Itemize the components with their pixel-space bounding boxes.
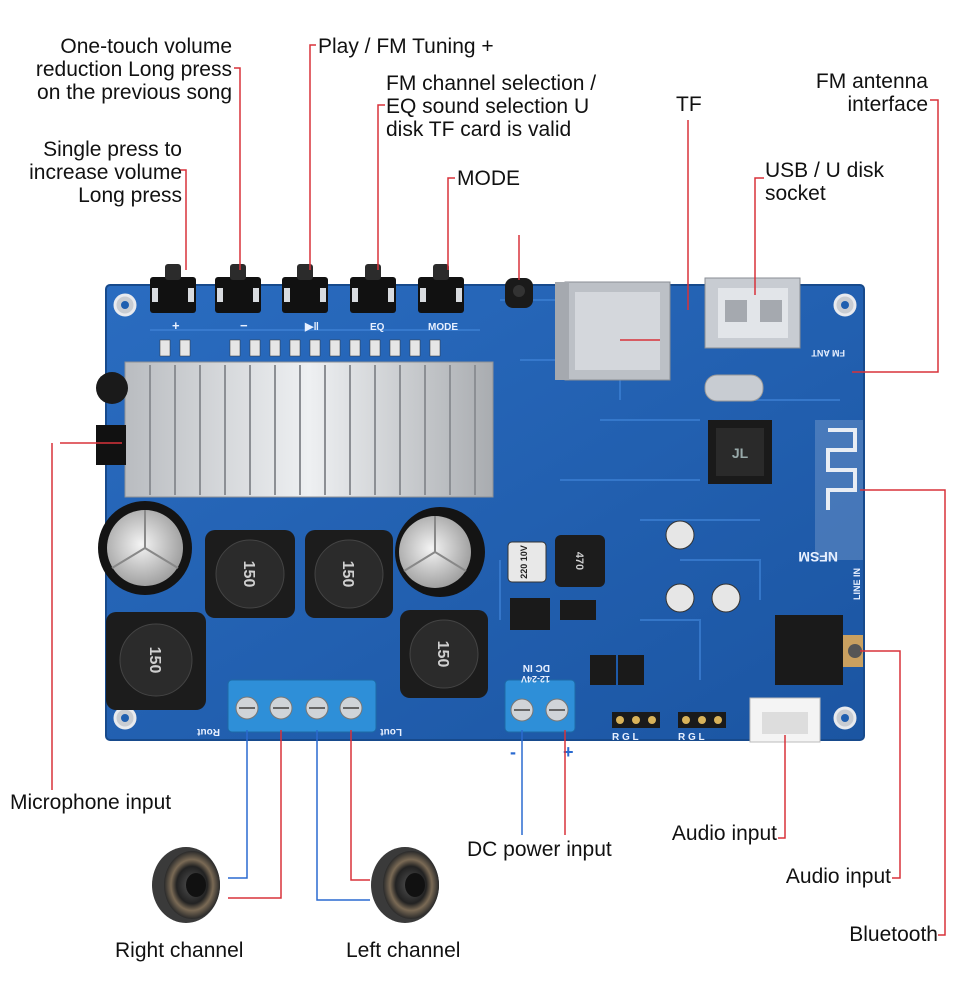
nfsm-silk: NFSM	[798, 549, 838, 565]
svg-text:JL: JL	[732, 445, 749, 461]
svg-text:150: 150	[339, 561, 356, 588]
lout-silk: Lout	[380, 726, 402, 737]
small-caps	[665, 520, 741, 613]
inductor-marking: 150	[240, 561, 257, 588]
label-mode: MODE	[457, 167, 520, 190]
inductor-small-marking: 470	[573, 552, 585, 570]
label-left-channel: Left channel	[346, 939, 461, 962]
label-microphone-input: Microphone input	[10, 791, 172, 814]
svg-text:−: −	[240, 318, 248, 333]
label-audio-input-2: Audio input	[785, 865, 891, 888]
svg-text:220 10V: 220 10V	[519, 545, 529, 579]
small-capacitor: 220 10V	[507, 541, 547, 583]
bluetooth-antenna: NFSM LINE IN FM ANT	[798, 348, 863, 600]
tf-card-slot	[555, 281, 671, 381]
leader-lines	[51, 44, 946, 936]
white-audio-connector	[749, 697, 821, 743]
fm-ant-silk: FM ANT	[811, 348, 845, 358]
label-right-channel: Right channel	[115, 939, 244, 962]
line-in-silk: LINE IN	[852, 568, 862, 600]
tactile-buttons: + − ▶‖ EQ MODE	[150, 264, 464, 333]
ic-chips: JL	[510, 374, 772, 685]
microphone-jack	[96, 372, 128, 465]
line-in-jack	[775, 615, 863, 685]
svg-text:▶‖: ▶‖	[304, 321, 319, 333]
usb-socket	[704, 277, 801, 349]
label-fm-channel-eq: FM channel selection / EQ sound selectio…	[386, 72, 597, 141]
rgl-headers: R G L R G L	[612, 712, 726, 743]
svg-text:R G L: R G L	[612, 732, 639, 743]
mode-silk: MODE	[428, 322, 458, 333]
left-speaker-icon	[371, 847, 439, 923]
label-fm-antenna: FM antenna interface	[815, 70, 928, 116]
svg-text:R G L: R G L	[678, 732, 705, 743]
inductors: 150 150 150 150 470	[106, 530, 605, 710]
svg-text:DC IN: DC IN	[523, 662, 550, 673]
speaker-terminals: Rout Lout	[197, 679, 402, 737]
label-play-fm-tuning: Play / FM Tuning +	[318, 35, 494, 58]
svg-text:150: 150	[146, 647, 163, 674]
label-dc-power-input: DC power input	[467, 838, 612, 861]
dc-terminal: DC IN 12-24V	[504, 662, 576, 733]
label-usb-socket: USB / U disk socket	[765, 159, 885, 205]
capacitor-left	[98, 501, 192, 595]
svg-text:+: +	[172, 318, 180, 333]
label-volume-down: One-touch volume reduction Long press on…	[35, 35, 232, 104]
label-bluetooth: Bluetooth	[849, 923, 938, 946]
heatsink	[124, 361, 494, 498]
polarity-plus: +	[563, 742, 574, 762]
capacitor-right	[395, 507, 485, 597]
rout-silk: Rout	[197, 726, 220, 737]
label-tf: TF	[676, 93, 702, 116]
ir-receiver	[505, 278, 533, 308]
label-volume-up: Single press to increase volume Long pre…	[29, 138, 182, 207]
mounting-holes	[113, 293, 857, 730]
polarity-minus: -	[510, 742, 516, 762]
svg-text:12-24V: 12-24V	[521, 674, 550, 684]
right-speaker-icon	[152, 847, 220, 923]
label-audio-input-1: Audio input	[671, 822, 777, 845]
svg-text:EQ: EQ	[370, 322, 385, 333]
pcb-board: + − ▶‖ EQ MODE	[96, 264, 865, 743]
svg-text:150: 150	[434, 641, 451, 668]
